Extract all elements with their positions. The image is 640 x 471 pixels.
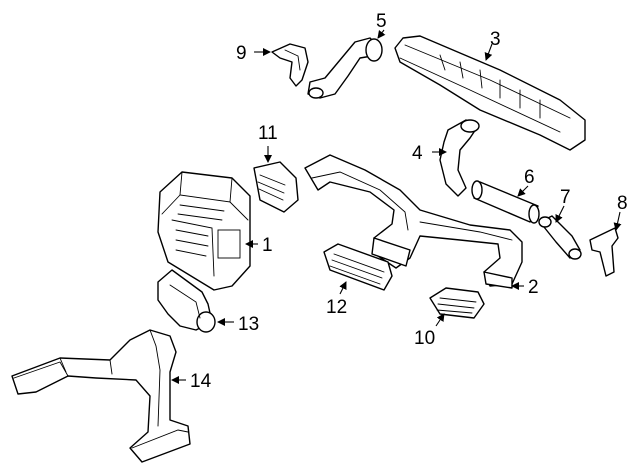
callout-10: 10 bbox=[414, 328, 435, 349]
leader-3 bbox=[484, 43, 493, 61]
part-12-vent-grille[interactable] bbox=[323, 243, 393, 291]
leader-6 bbox=[517, 185, 529, 197]
leader-10 bbox=[435, 313, 445, 327]
leader-12 bbox=[339, 281, 347, 295]
part-2-center-duct[interactable] bbox=[304, 154, 523, 289]
callout-11: 11 bbox=[258, 123, 278, 144]
part-3-dash-duct[interactable] bbox=[394, 35, 586, 151]
part-9-bracket[interactable] bbox=[271, 43, 309, 87]
callout-13: 13 bbox=[238, 314, 259, 335]
leader-lines bbox=[171, 29, 622, 384]
leader-5 bbox=[377, 29, 386, 39]
part-7-connector[interactable] bbox=[538, 215, 582, 260]
callout-1: 1 bbox=[262, 235, 273, 256]
callout-6: 6 bbox=[524, 167, 535, 188]
callout-5: 5 bbox=[376, 11, 387, 32]
part-8-clip[interactable] bbox=[589, 227, 619, 277]
part-1-hvac-case[interactable] bbox=[157, 171, 251, 291]
part-10-vent-grille[interactable] bbox=[429, 287, 485, 319]
callout-7: 7 bbox=[560, 187, 571, 208]
part-5-defroster-duct[interactable] bbox=[307, 37, 383, 99]
callout-12: 12 bbox=[326, 297, 347, 318]
callout-8: 8 bbox=[617, 193, 628, 214]
callout-2: 2 bbox=[528, 277, 539, 298]
leader-7 bbox=[555, 205, 565, 223]
leader-8 bbox=[613, 211, 622, 231]
part-13-outlet-duct[interactable] bbox=[157, 269, 216, 333]
callout-labels: 1 2 3 4 5 6 7 8 9 10 11 12 13 14 bbox=[190, 11, 628, 392]
part-14-floor-duct[interactable] bbox=[11, 329, 191, 463]
part-4-side-duct[interactable] bbox=[439, 119, 480, 197]
callout-14: 14 bbox=[190, 371, 212, 392]
callout-4: 4 bbox=[412, 143, 423, 164]
part-11-vent[interactable] bbox=[253, 161, 299, 213]
callout-3: 3 bbox=[490, 29, 501, 50]
callout-9: 9 bbox=[236, 43, 247, 64]
part-6-tube[interactable] bbox=[471, 180, 540, 224]
